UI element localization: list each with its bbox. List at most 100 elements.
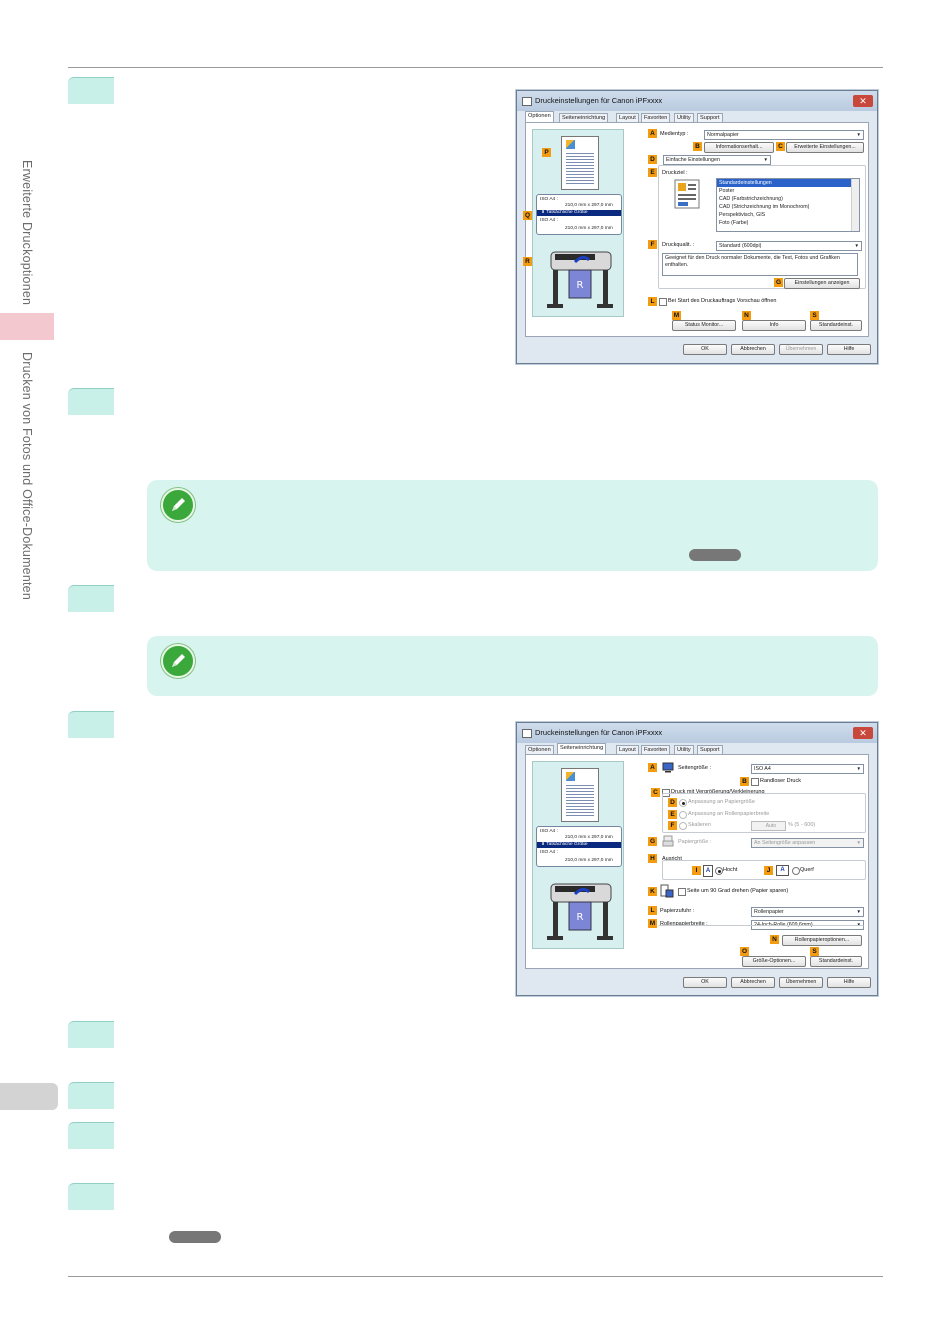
abbrechen-button[interactable]: Abbrechen	[731, 344, 775, 355]
standardeinst-button[interactable]: Standardeinst.	[810, 956, 862, 967]
tab-support[interactable]: Support	[697, 113, 723, 123]
tab-optionen[interactable]: Optionen	[525, 745, 554, 755]
label-r: R	[523, 257, 532, 266]
seitengroesse-label: Seitengröße :	[678, 765, 712, 771]
step-box-1	[68, 77, 114, 104]
step-box-4	[68, 711, 114, 738]
tab-utility[interactable]: Utility	[674, 113, 694, 123]
hilfe-button[interactable]: Hilfe	[827, 977, 871, 988]
skalieren-radio[interactable]	[679, 822, 687, 830]
anpassung-rollenbreite-radio[interactable]	[679, 811, 687, 819]
actual-size-label: Tatsächliche Größe	[546, 842, 588, 847]
label-c: C	[651, 788, 660, 797]
list-item[interactable]: CAD (Farbstrichzeichnung)	[719, 196, 783, 202]
down-arrow-icon: ⬇	[541, 842, 547, 847]
hilfe-button[interactable]: Hilfe	[827, 344, 871, 355]
close-button[interactable]: ✕	[853, 727, 873, 739]
image-thumbnail	[566, 772, 575, 781]
papiergroesse-select[interactable]: An Seitengröße anpassen	[751, 838, 864, 848]
seitengroesse-select[interactable]: ISO A4	[751, 764, 864, 774]
hochformat-label: Hocht	[723, 867, 738, 873]
abbrechen-button[interactable]: Abbrechen	[731, 977, 775, 988]
tab-layout[interactable]: Layout	[616, 113, 639, 123]
pencil-note-icon	[161, 644, 195, 678]
label-o: O	[740, 947, 749, 956]
label-n: N	[770, 935, 779, 944]
medientyp-select[interactable]: Normalpapier	[704, 130, 864, 140]
svg-text:R: R	[577, 280, 584, 291]
svg-text:R: R	[577, 912, 584, 923]
landscape-icon: A	[776, 865, 789, 876]
einstellungen-anzeigen-button[interactable]: Einstellungen anzeigen	[784, 278, 860, 289]
sidebar-section-title: Drucken von Fotos und Office-Dokumenten	[20, 352, 34, 600]
skalieren-label: Skalieren	[688, 822, 711, 828]
tab-support[interactable]: Support	[697, 745, 723, 755]
uebernehmen-button[interactable]: Übernehmen	[779, 344, 823, 355]
list-scrollbar[interactable]	[851, 179, 859, 231]
list-item[interactable]: CAD (Strichzeichnung im Monochrom)	[719, 204, 810, 210]
querformat-radio[interactable]	[792, 867, 800, 875]
page-size-icon	[662, 762, 674, 773]
drehen-checkbox[interactable]	[678, 888, 686, 896]
label-e: E	[668, 810, 677, 819]
orientation-group	[662, 860, 866, 880]
skalieren-stepper[interactable]: Auto	[751, 821, 786, 831]
randloser-druck-checkbox[interactable]	[751, 778, 759, 786]
label-a: A	[648, 763, 657, 772]
label-h: H	[648, 854, 657, 863]
einfache-einstellungen-select[interactable]: Einfache Einstellungen	[663, 155, 771, 165]
tab-seiteneinrichtung[interactable]: Seiteneinrichtung	[557, 743, 607, 755]
papiergroesse-label: Papiergröße :	[678, 839, 712, 845]
standardeinst-button[interactable]: Standardeinst.	[810, 320, 862, 331]
label-b: B	[740, 777, 749, 786]
list-item[interactable]: Standardeinstellungen	[717, 179, 859, 187]
label-m: M	[672, 311, 681, 320]
tab-favoriten[interactable]: Favoriten	[641, 745, 671, 755]
label-l: L	[648, 297, 657, 306]
vorschau-checkbox[interactable]	[659, 298, 667, 306]
link-pill-1[interactable]	[689, 549, 741, 561]
papierzufuhr-select[interactable]: Rollenpapier	[751, 907, 864, 917]
label-s: S	[810, 311, 819, 320]
list-item[interactable]: Foto (Farbe)	[719, 220, 749, 226]
list-item[interactable]: Poster	[719, 188, 735, 194]
hochformat-radio[interactable]	[715, 867, 723, 875]
list-item[interactable]: Perspektivisch, GIS	[719, 212, 766, 218]
paper-size-icon	[662, 835, 674, 847]
uebernehmen-button[interactable]: Übernehmen	[779, 977, 823, 988]
groesse-optionen-button[interactable]: Größe-Optionen...	[742, 956, 806, 967]
dim-top: 210,0 mm x 297,0 mm	[565, 203, 613, 208]
printer-app-icon	[522, 97, 532, 106]
vorschau-label: Bei Start des Druckauftrags Vorschau öff…	[668, 298, 777, 304]
druckqualitaet-select[interactable]: Standard (600dpi)	[716, 241, 862, 251]
sidebar-section-marker	[0, 313, 54, 340]
label-j: J	[764, 866, 773, 875]
label-a: A	[648, 129, 657, 138]
tab-favoriten[interactable]: Favoriten	[641, 113, 671, 123]
rollenpapieroptionen-button[interactable]: Rollenpapieroptionen...	[782, 935, 862, 946]
note-box-1	[147, 480, 878, 571]
randloser-druck-label: Randloser Druck	[760, 778, 801, 784]
settings-group	[658, 165, 866, 289]
ok-button[interactable]: OK	[683, 344, 727, 355]
link-pill-2[interactable]	[169, 1231, 221, 1243]
ok-button[interactable]: OK	[683, 977, 727, 988]
vergroesserung-label: Druck mit Vergrößerung/Verkleinerung	[671, 789, 765, 795]
rollenbreite-label: Rollenpapierbreite :	[660, 921, 708, 927]
size-info-box: ISO A4 : 210,0 mm x 297,0 mm ⬇ Tatsächli…	[536, 826, 622, 867]
portrait-icon: A	[703, 865, 713, 877]
informationserhalt-button[interactable]: Informationserhalt...	[704, 142, 774, 153]
tab-layout[interactable]: Layout	[616, 745, 639, 755]
status-monitor-button[interactable]: Status Monitor...	[672, 320, 736, 331]
druckziel-list[interactable]: Standardeinstellungen Poster CAD (Farbst…	[716, 178, 860, 232]
close-button[interactable]: ✕	[853, 95, 873, 107]
page-setup-panel: ISO A4 : 210,0 mm x 297,0 mm ⬇ Tatsächli…	[525, 754, 869, 969]
label-s: S	[810, 947, 819, 956]
info-button[interactable]: Info	[742, 320, 806, 331]
anpassung-papiergroesse-radio[interactable]	[679, 799, 687, 807]
step-box-5	[68, 1021, 114, 1048]
tab-utility[interactable]: Utility	[674, 745, 694, 755]
tab-optionen[interactable]: Optionen	[525, 111, 554, 123]
tab-seiteneinrichtung[interactable]: Seiteneinrichtung	[559, 113, 609, 123]
erweiterte-einstellungen-button[interactable]: Erweiterte Einstellungen...	[786, 142, 864, 153]
